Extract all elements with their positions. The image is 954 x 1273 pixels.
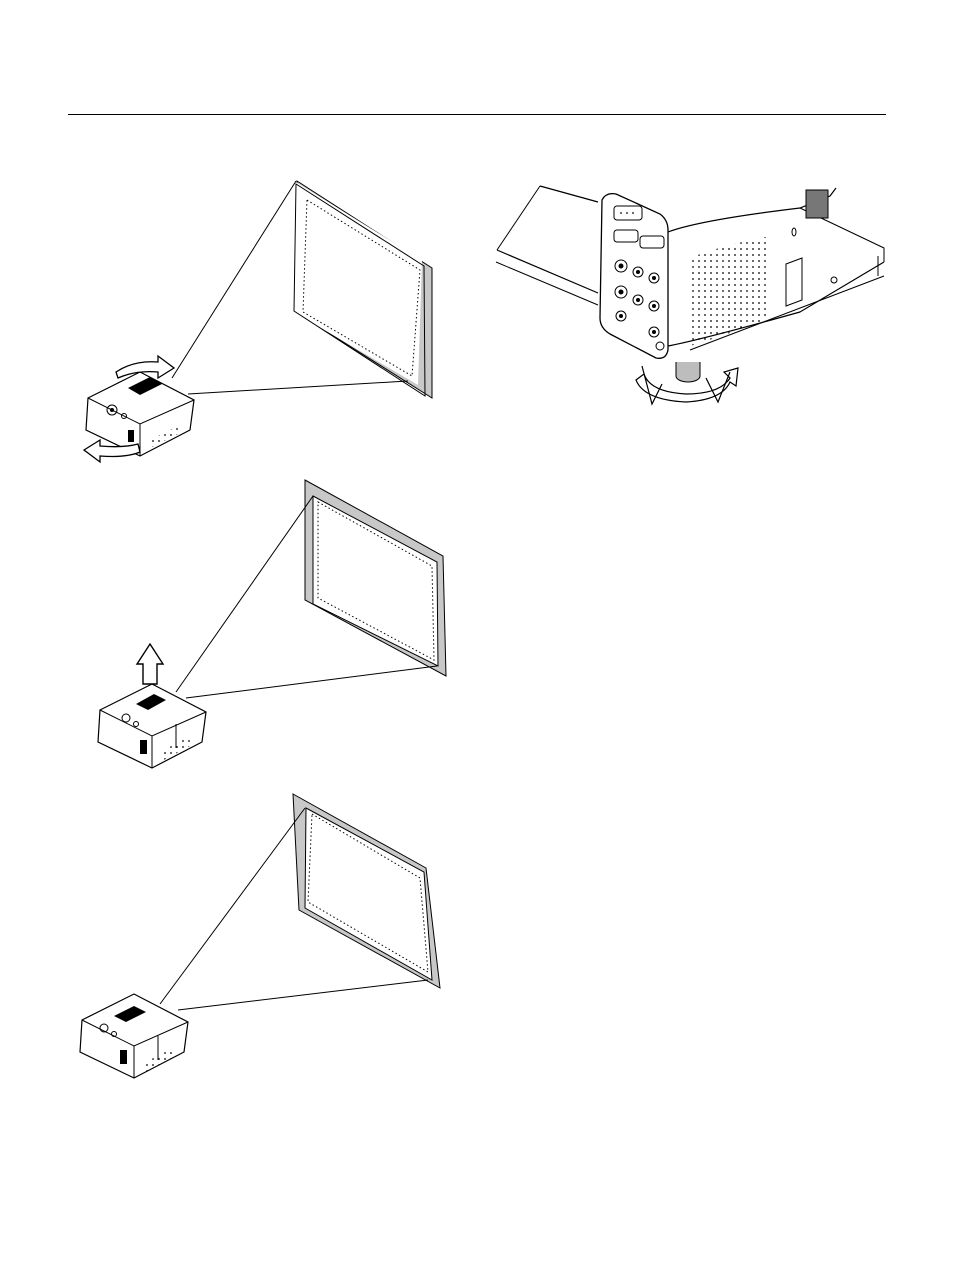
projection-screen-1 — [292, 181, 432, 398]
figure-projector-rotate — [84, 181, 432, 462]
up-arrow-icon — [137, 644, 163, 684]
projection-screen-2 — [305, 480, 446, 676]
figure-tilt-foot-closeup — [496, 186, 884, 404]
projection-screen-3 — [293, 794, 440, 988]
figure-projector-skewed — [80, 794, 440, 1078]
projector-body-closeup — [496, 186, 884, 350]
projector-1 — [86, 372, 194, 456]
projector-2 — [98, 684, 206, 768]
figure-projector-tilt-up — [98, 480, 446, 768]
tilt-foot — [676, 362, 700, 382]
connector-panel — [600, 194, 668, 359]
projector-3 — [80, 994, 188, 1078]
